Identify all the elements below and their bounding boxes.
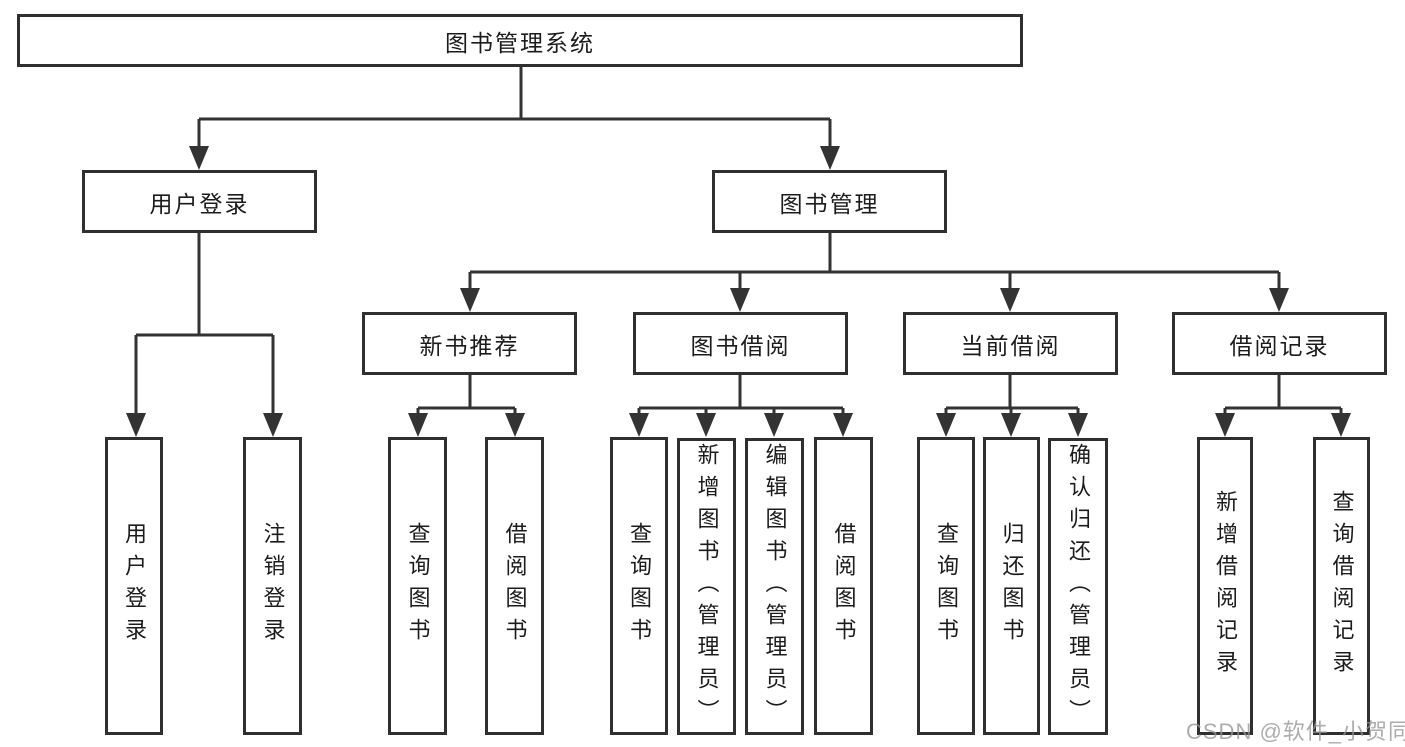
node-label: 图书借阅 xyxy=(690,332,791,359)
leaf-borrow-book: 借阅图书 xyxy=(814,437,873,735)
node-label: 新增借阅记录 xyxy=(1213,490,1238,682)
connector-new-book-recommend xyxy=(408,375,525,437)
leaf-edit-book-admin: 编辑图书（管理员） xyxy=(745,438,804,735)
node-label: 新增图书（管理员） xyxy=(694,442,720,731)
connector-book-borrow xyxy=(629,375,853,437)
node-label: 新书推荐 xyxy=(419,332,520,359)
connector-user-login xyxy=(126,233,283,437)
node-label: 图书管理 xyxy=(779,190,880,217)
node-label: 查询图书 xyxy=(405,522,431,650)
connector-borrow-record xyxy=(1215,375,1351,437)
node-borrow-record: 借阅记录 xyxy=(1172,312,1387,375)
node-label: 查询借阅记录 xyxy=(1329,490,1355,682)
leaf-query-book-borrow: 查询图书 xyxy=(610,437,668,735)
node-label: 图书管理系统 xyxy=(445,29,595,56)
node-label: 借阅图书 xyxy=(831,522,857,650)
leaf-add-borrow-record: 新增借阅记录 xyxy=(1197,437,1253,735)
node-label: 查询图书 xyxy=(934,522,959,650)
leaf-query-book-recommend: 查询图书 xyxy=(388,437,447,735)
node-label: 用户登录 xyxy=(122,522,147,650)
node-label: 当前借阅 xyxy=(960,332,1061,359)
node-label: 归还图书 xyxy=(999,522,1025,650)
leaf-confirm-return-admin: 确认归还（管理员） xyxy=(1048,438,1108,735)
node-label: 查询图书 xyxy=(627,522,652,650)
node-current-borrow: 当前借阅 xyxy=(903,312,1118,375)
leaf-logout-login: 注销登录 xyxy=(243,437,302,735)
leaf-add-book-admin: 新增图书（管理员） xyxy=(677,438,736,735)
connector-current-borrow xyxy=(936,375,1088,437)
leaf-query-borrow-record: 查询借阅记录 xyxy=(1313,437,1370,735)
node-library-management-system: 图书管理系统 xyxy=(17,14,1023,67)
node-user-login: 用户登录 xyxy=(82,170,317,233)
node-label: 注销登录 xyxy=(260,522,286,650)
node-new-book-recommend: 新书推荐 xyxy=(362,312,577,375)
connector-root xyxy=(189,67,840,170)
node-label: 借阅记录 xyxy=(1229,332,1330,359)
node-book-borrow: 图书借阅 xyxy=(633,312,848,375)
node-label: 用户登录 xyxy=(149,190,250,217)
csdn-watermark: CSDN @软件_小贺同学 xyxy=(1186,719,1405,744)
leaf-query-book-current: 查询图书 xyxy=(917,437,975,735)
node-label: 借阅图书 xyxy=(502,522,528,650)
leaf-borrow-book-recommend: 借阅图书 xyxy=(485,437,544,735)
node-book-management: 图书管理 xyxy=(712,170,947,233)
connector-book-management xyxy=(460,233,1289,312)
node-label: 确认归还（管理员） xyxy=(1066,442,1091,731)
leaf-return-book: 归还图书 xyxy=(983,437,1040,735)
node-label: 编辑图书（管理员） xyxy=(762,442,788,731)
leaf-user-login: 用户登录 xyxy=(105,437,163,735)
